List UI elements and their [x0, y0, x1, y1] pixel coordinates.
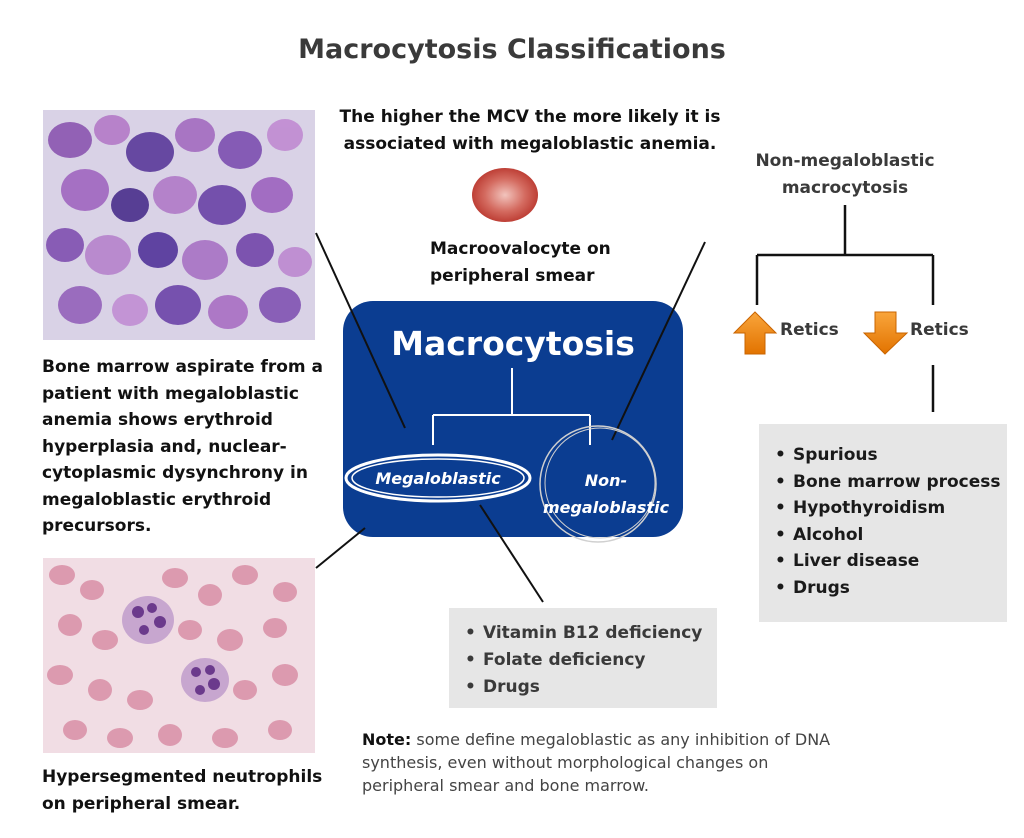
- note-label: Note:: [362, 730, 412, 749]
- note-text: some define megaloblastic as any inhibit…: [362, 730, 831, 795]
- neutrophil-caption: Hypersegmented neutrophils on peripheral…: [42, 767, 323, 814]
- non-megaloblastic-causes: Spurious Bone marrow process Hypothyroid…: [759, 424, 1007, 622]
- bone-marrow-caption: Bone marrow aspirate from a patient with…: [42, 357, 324, 536]
- bone-marrow-image: [43, 110, 315, 340]
- list-item: Vitamin B12 deficiency: [463, 620, 717, 647]
- megaloblastic-causes: Vitamin B12 deficiency Folate deficiency…: [449, 608, 717, 708]
- non-megaloblastic-outline: [539, 425, 657, 543]
- list-item: Bone marrow process: [773, 469, 1007, 496]
- classification-tree: [432, 368, 591, 445]
- list-item: Folate deficiency: [463, 647, 717, 674]
- retics-increased-label: Retics: [780, 320, 839, 340]
- list-item: Drugs: [463, 674, 717, 701]
- red-cell-icon: [472, 168, 538, 222]
- list-item: Drugs: [773, 575, 1007, 602]
- megaloblastic-outline: [344, 453, 532, 503]
- list-item: Hypothyroidism: [773, 495, 1007, 522]
- list-item: Liver disease: [773, 548, 1007, 575]
- retics-decreased-label: Retics: [910, 320, 969, 340]
- non-megaloblastic-title: Non-megaloblastic macrocytosis: [755, 151, 935, 198]
- macrocytosis-title: Macrocytosis: [391, 324, 635, 363]
- list-item: Alcohol: [773, 522, 1007, 549]
- macroovalocyte-caption: Macroovalocyte on peripheral smear: [430, 239, 611, 286]
- footnote: Note: some define megaloblastic as any i…: [362, 728, 832, 797]
- mcv-note: The higher the MCV the more likely it is…: [339, 107, 721, 154]
- non-megaloblastic-label: Non-megaloblastic: [542, 471, 670, 517]
- arrow-down-icon: [862, 311, 909, 355]
- arrow-up-icon: [732, 311, 778, 355]
- page-title: Macrocytosis Classifications: [298, 34, 726, 65]
- non-megaloblastic-tree: [755, 205, 935, 412]
- neutrophil-image: [43, 558, 315, 753]
- list-item: Spurious: [773, 442, 1007, 469]
- megaloblastic-label: Megaloblastic: [375, 469, 501, 488]
- connector-lines: [315, 232, 706, 603]
